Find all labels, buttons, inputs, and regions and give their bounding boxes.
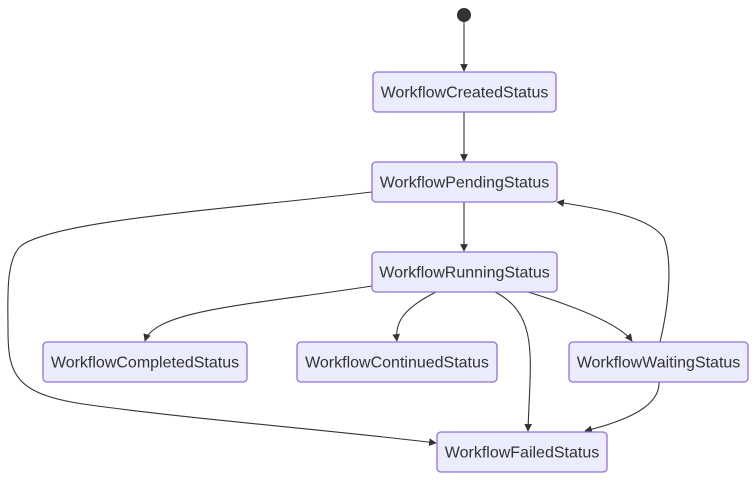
edge-waiting-to-failed [584,381,660,434]
start-state [457,8,471,22]
state-pending-label: WorkflowPendingStatus [380,175,550,192]
state-created-label: WorkflowCreatedStatus [381,85,549,102]
state-continued: WorkflowContinuedStatus [296,341,498,383]
edge-pending-to-failed [7,191,437,446]
edge-running-to-continued [392,291,437,342]
state-running: WorkflowRunningStatus [371,251,558,293]
edge-running-to-waiting [527,291,633,342]
state-pending: WorkflowPendingStatus [371,161,558,203]
edge-running-to-failed [494,291,533,432]
state-continued-label: WorkflowContinuedStatus [305,355,489,372]
state-running-label: WorkflowRunningStatus [379,265,549,282]
state-waiting: WorkflowWaitingStatus [568,341,749,383]
transitions [7,22,670,446]
edge-running-to-completed [143,285,373,342]
state-completed: WorkflowCompletedStatus [42,341,248,383]
state-failed-label: WorkflowFailedStatus [445,445,599,462]
state-created: WorkflowCreatedStatus [372,71,557,113]
edge-waiting-to-pending [556,199,670,343]
state-failed: WorkflowFailedStatus [436,431,608,473]
state-waiting-label: WorkflowWaitingStatus [577,355,741,372]
state-completed-label: WorkflowCompletedStatus [51,355,239,372]
